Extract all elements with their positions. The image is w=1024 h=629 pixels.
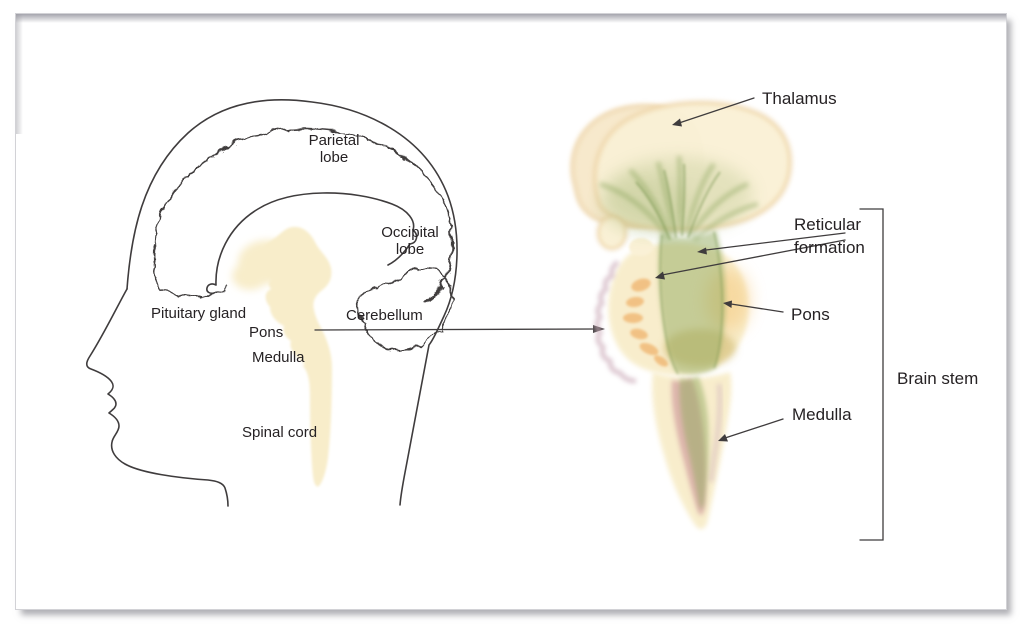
pons-scalloped-edge: [594, 260, 637, 384]
label-pons-left: Pons: [249, 324, 284, 341]
label-parietal-lobe: Parietal lobe: [308, 132, 360, 166]
head-profile-diagram: [85, 99, 605, 507]
brain-outline: [149, 125, 451, 300]
brainstem-shape-left: [256, 226, 332, 487]
pons-spots: [623, 278, 668, 367]
label-thalamus: Thalamus: [762, 89, 837, 108]
label-medulla-right: Medulla: [792, 405, 852, 424]
head-skull-outline: [126, 99, 458, 506]
label-brain-stem: Brain stem: [897, 369, 979, 388]
thalamus-arrow: [672, 97, 755, 127]
label-pituitary-gland: Pituitary gland: [151, 305, 247, 322]
label-reticular-formation: Reticular formation: [794, 215, 865, 257]
connector-arrow: [314, 325, 605, 333]
label-occipital-lobe: Occipital lobe: [381, 224, 439, 258]
corpus-callosum-line: [206, 192, 418, 295]
medulla-arrow: [718, 418, 784, 442]
label-cerebellum: Cerebellum: [346, 307, 423, 324]
thalamus-ear-2: [629, 238, 653, 256]
head-face-outline: [85, 288, 229, 507]
reticular-fibers: [599, 155, 759, 509]
label-spinal-cord: Spinal cord: [242, 424, 318, 441]
label-pons-right: Pons: [791, 305, 830, 324]
label-medulla-left: Medulla: [252, 349, 305, 366]
brain-stem-bracket: [859, 208, 884, 541]
cerebellum-outline: [353, 266, 451, 348]
medulla-pink-streak-right: [708, 383, 723, 483]
brainstem-enlarged-diagram: [570, 97, 884, 541]
reticular-formation-arrows: [655, 232, 846, 280]
pons-arrow: [723, 300, 784, 313]
